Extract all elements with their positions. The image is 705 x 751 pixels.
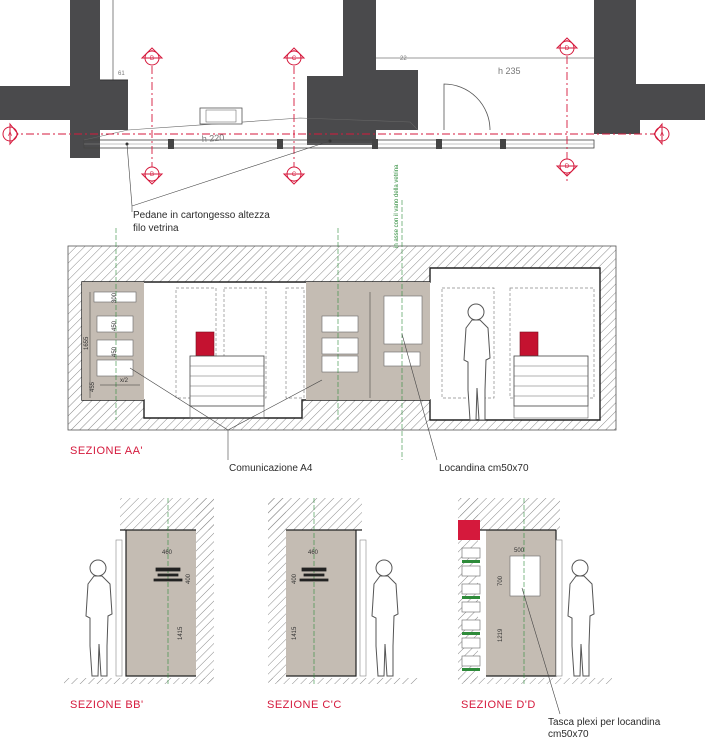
dd-dim-700: 700 [498, 575, 504, 586]
bb-dim-1415: 1415 [178, 626, 184, 640]
aa-dim-300: 300 [112, 292, 118, 303]
marker-c-bottom-label: C [292, 172, 297, 178]
aa-dim-1655: 1655 [84, 336, 90, 350]
marker-b-top-label: B [150, 56, 154, 62]
cc-dim-400: 400 [292, 573, 298, 584]
dim-h-left: h 220 [201, 132, 224, 144]
aa-dim-450b: 450 [112, 346, 118, 357]
pedane-label-line2: filo vetrina [133, 223, 179, 234]
section-aa [67, 200, 617, 461]
marker-c-top-label: C [292, 56, 297, 62]
tasca-label-line2: cm50x70 [548, 729, 589, 740]
bb-dim-400: 400 [186, 573, 192, 584]
aa-dim-450a: 450 [112, 320, 118, 331]
dim-small-1: 61 [118, 71, 125, 77]
pedane-label-line1: Pedane in cartongesso altezza [133, 210, 270, 221]
floor-plan [0, 0, 705, 182]
marker-b-bottom-label: B [150, 172, 154, 178]
marker-b-bottom [140, 166, 164, 185]
section-title-bb: SEZIONE BB' [70, 699, 144, 711]
comunicazione-label: Comunicazione A4 [229, 463, 313, 474]
dim-small-2: 22 [400, 56, 407, 62]
section-bb [64, 498, 214, 684]
wall-left [0, 0, 128, 158]
cc-dim-460: 460 [308, 550, 319, 556]
wall-center [307, 0, 418, 145]
wall-right [594, 0, 705, 134]
section-title-cc: SEZIONE C'C [267, 699, 342, 711]
bb-dim-460: 460 [162, 550, 173, 556]
section-title-aa: SEZIONE AA' [70, 445, 144, 457]
section-markers [2, 37, 670, 185]
section-cc [268, 498, 418, 684]
dim-h-right: h 235 [498, 66, 521, 76]
plan-table [199, 107, 243, 125]
aa-dim-x2: x/2 [120, 378, 129, 384]
marker-d-bottom-label: D [565, 164, 570, 170]
vertical-note: in asse con il vano della vetrina [394, 164, 400, 248]
marker-a-left [2, 122, 19, 146]
aa-cabinet-1 [189, 331, 265, 419]
marker-d-bottom [555, 158, 579, 177]
aa-cabinet-2 [513, 331, 589, 419]
marker-c-top [282, 47, 306, 66]
dd-dim-500: 500 [514, 548, 525, 554]
locandina-label: Locandina cm50x70 [439, 463, 529, 474]
marker-d-top [555, 37, 579, 56]
section-dd [458, 498, 612, 715]
marker-a-right-label: A [660, 132, 664, 138]
tasca-label-line1: Tasca plexi per locandina [548, 717, 661, 728]
cc-dim-1415: 1415 [292, 626, 298, 640]
marker-a-right [653, 122, 670, 146]
dd-dim-1219: 1219 [498, 628, 504, 642]
marker-d-top-label: D [565, 46, 570, 52]
marker-b-top [140, 47, 164, 66]
section-title-dd: SEZIONE D'D [461, 699, 536, 711]
marker-c-bottom [282, 166, 306, 185]
marker-a-left-label: A [8, 132, 12, 138]
door-swing [443, 83, 491, 131]
aa-dim-455: 455 [90, 381, 96, 392]
